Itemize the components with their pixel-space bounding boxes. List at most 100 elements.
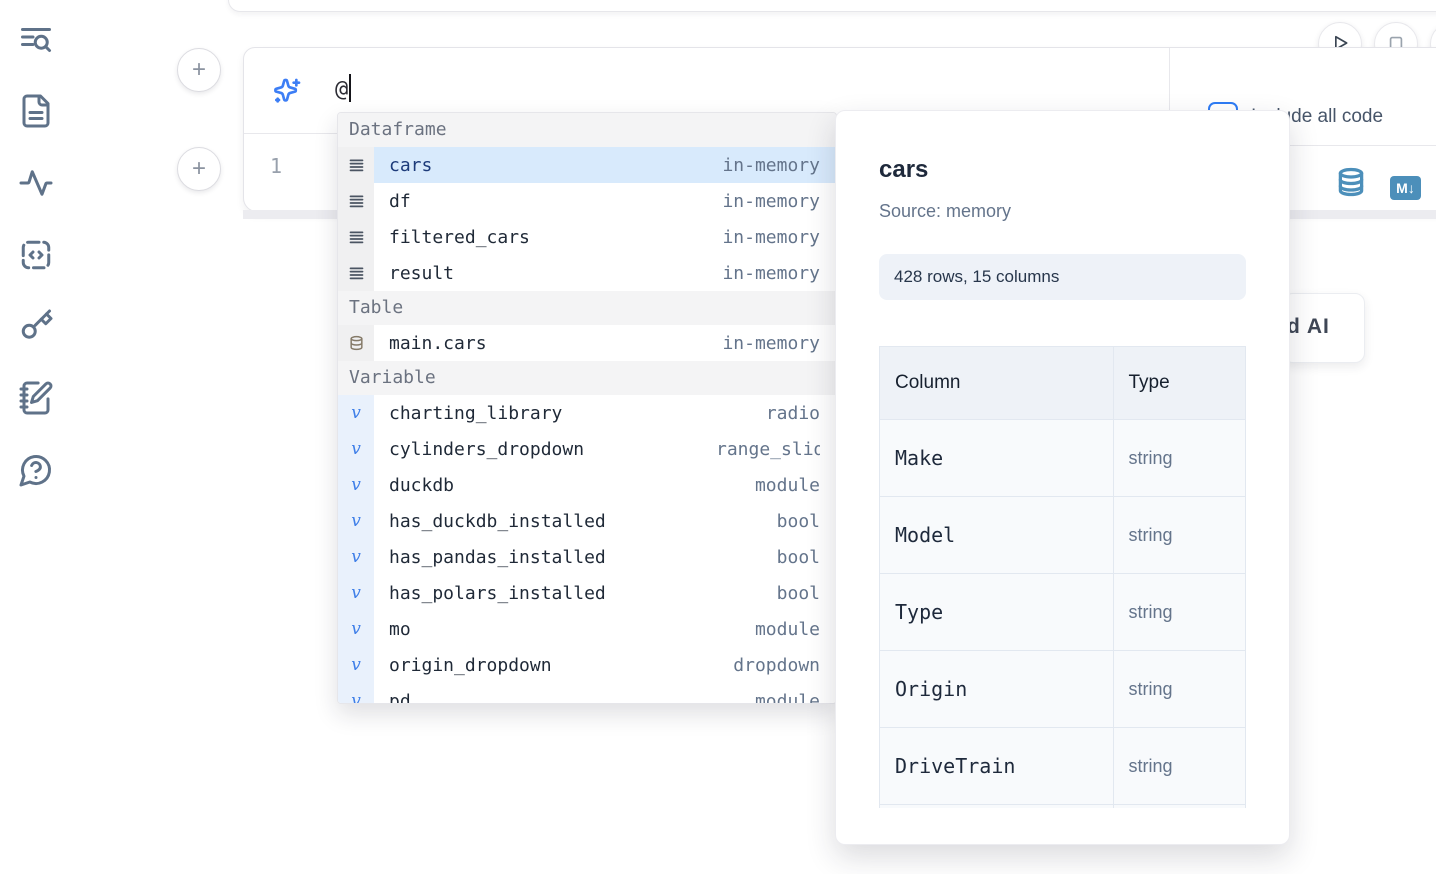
autocomplete-item-name: main.cars bbox=[389, 332, 487, 354]
schema-column-type: string bbox=[1113, 727, 1245, 805]
schema-column-name: Type bbox=[880, 573, 1114, 651]
variable-icon: v bbox=[338, 467, 374, 503]
scratchpad-icon[interactable] bbox=[18, 380, 54, 416]
code-snippet-icon[interactable] bbox=[18, 237, 54, 273]
preview-source: Source: memory bbox=[879, 201, 1012, 221]
autocomplete-item-name: filtered_cars bbox=[389, 226, 530, 248]
schema-column-name: Model bbox=[880, 496, 1114, 574]
schema-column-name bbox=[880, 804, 1114, 808]
autocomplete-item-type: in-memory bbox=[722, 262, 820, 284]
activity-icon[interactable] bbox=[18, 165, 54, 201]
autocomplete-item[interactable]: v has_duckdb_installed bool bbox=[338, 503, 836, 539]
dataframe-rows-icon bbox=[338, 147, 374, 183]
autocomplete-item-type: radio bbox=[765, 402, 820, 424]
schema-column-type: string bbox=[1113, 573, 1245, 651]
preview-title: cars bbox=[879, 156, 929, 183]
autocomplete-item-type: in-memory bbox=[722, 226, 820, 248]
variable-icon: v bbox=[338, 431, 374, 467]
add-cell-button-bottom[interactable]: + bbox=[177, 147, 221, 191]
dataframe-preview-popup: cars Source: memory 428 rows, 15 columns… bbox=[835, 110, 1290, 845]
autocomplete-section-header: Dataframe bbox=[338, 113, 836, 147]
schema-column-type: string bbox=[1113, 650, 1245, 728]
code-editor-row[interactable]: 1 bbox=[244, 134, 1436, 211]
autocomplete-item-name: charting_library bbox=[389, 402, 563, 424]
autocomplete-item-name: result bbox=[389, 262, 455, 284]
variable-icon: v bbox=[338, 503, 374, 539]
text-cursor bbox=[349, 74, 352, 102]
schema-row: Model string bbox=[880, 496, 1245, 574]
previous-cell-edge bbox=[228, 0, 1436, 12]
sparkles-icon bbox=[271, 76, 303, 108]
dataframe-rows-icon bbox=[338, 255, 374, 291]
autocomplete-item-name: cylinders_dropdown bbox=[389, 438, 585, 460]
schema-row: Make string bbox=[880, 419, 1245, 497]
autocomplete-section-header: Table bbox=[338, 291, 836, 325]
autocomplete-item-type: module bbox=[754, 690, 820, 704]
autocomplete-item[interactable]: result in-memory bbox=[338, 255, 836, 291]
ai-prompt-input[interactable]: @ bbox=[335, 74, 352, 102]
autocomplete-item[interactable]: main.cars in-memory bbox=[338, 325, 836, 361]
autocomplete-item-type: module bbox=[754, 618, 820, 640]
list-search-icon[interactable] bbox=[18, 22, 54, 58]
schema-row: Type string bbox=[880, 573, 1245, 651]
autocomplete-item-type: dropdown bbox=[733, 654, 820, 676]
schema-table-wrap: Column Type Make string Model string Typ… bbox=[879, 346, 1246, 808]
autocomplete-item-name: has_polars_installed bbox=[389, 582, 606, 604]
autocomplete-item[interactable]: v pd module bbox=[338, 683, 836, 704]
partial-ai-button[interactable]: d AI bbox=[1283, 293, 1365, 363]
database-icon[interactable] bbox=[1336, 167, 1366, 207]
autocomplete-item-type: range_slider bbox=[716, 438, 820, 460]
help-chat-icon[interactable] bbox=[18, 452, 54, 488]
schema-header-column: Column bbox=[880, 347, 1114, 420]
autocomplete-item[interactable]: v has_polars_installed bool bbox=[338, 575, 836, 611]
autocomplete-item-type: in-memory bbox=[722, 190, 820, 212]
shape-badge: 428 rows, 15 columns bbox=[879, 254, 1246, 300]
schema-row bbox=[880, 804, 1245, 808]
schema-table: Column Type Make string Model string Typ… bbox=[880, 347, 1245, 808]
sidebar bbox=[0, 0, 72, 874]
autocomplete-item[interactable]: v origin_dropdown dropdown bbox=[338, 647, 836, 683]
variable-icon: v bbox=[338, 647, 374, 683]
dataframe-rows-icon bbox=[338, 219, 374, 255]
key-icon[interactable] bbox=[18, 308, 54, 344]
autocomplete-item-name: duckdb bbox=[389, 474, 455, 496]
autocomplete-item[interactable]: filtered_cars in-memory bbox=[338, 219, 836, 255]
autocomplete-item-name: origin_dropdown bbox=[389, 654, 552, 676]
markdown-export-icon[interactable]: M↓ bbox=[1390, 176, 1421, 200]
autocomplete-item-type: bool bbox=[776, 546, 820, 568]
schema-row: Origin string bbox=[880, 650, 1245, 728]
schema-row: DriveTrain string bbox=[880, 727, 1245, 805]
variable-icon: v bbox=[338, 575, 374, 611]
autocomplete-item-type: in-memory bbox=[722, 154, 820, 176]
play-icon bbox=[1330, 33, 1350, 56]
autocomplete-item-type: bool bbox=[776, 582, 820, 604]
autocomplete-item-type: in-memory bbox=[722, 332, 820, 354]
autocomplete-item-name: pd bbox=[389, 690, 411, 704]
autocomplete-item-type: bool bbox=[776, 510, 820, 532]
autocomplete-section-header: Variable bbox=[338, 361, 836, 395]
schema-column-name: Make bbox=[880, 419, 1114, 497]
variable-icon: v bbox=[338, 683, 374, 703]
autocomplete-item-name: has_duckdb_installed bbox=[389, 510, 606, 532]
line-number: 1 bbox=[270, 154, 283, 178]
file-text-icon[interactable] bbox=[18, 93, 54, 129]
autocomplete-item-type: module bbox=[754, 474, 820, 496]
autocomplete-item-name: cars bbox=[389, 154, 433, 176]
schema-column-name: DriveTrain bbox=[880, 727, 1114, 805]
dataframe-rows-icon bbox=[338, 183, 374, 219]
schema-header-type: Type bbox=[1113, 347, 1245, 420]
autocomplete-item[interactable]: v cylinders_dropdown range_slider bbox=[338, 431, 836, 467]
schema-column-type: string bbox=[1113, 496, 1245, 574]
add-cell-button-top[interactable]: + bbox=[177, 48, 221, 92]
schema-column-type bbox=[1113, 804, 1245, 808]
variable-icon: v bbox=[338, 611, 374, 647]
schema-column-type: string bbox=[1113, 419, 1245, 497]
table-database-icon bbox=[338, 325, 374, 361]
autocomplete-item[interactable]: cars in-memory bbox=[338, 147, 836, 183]
